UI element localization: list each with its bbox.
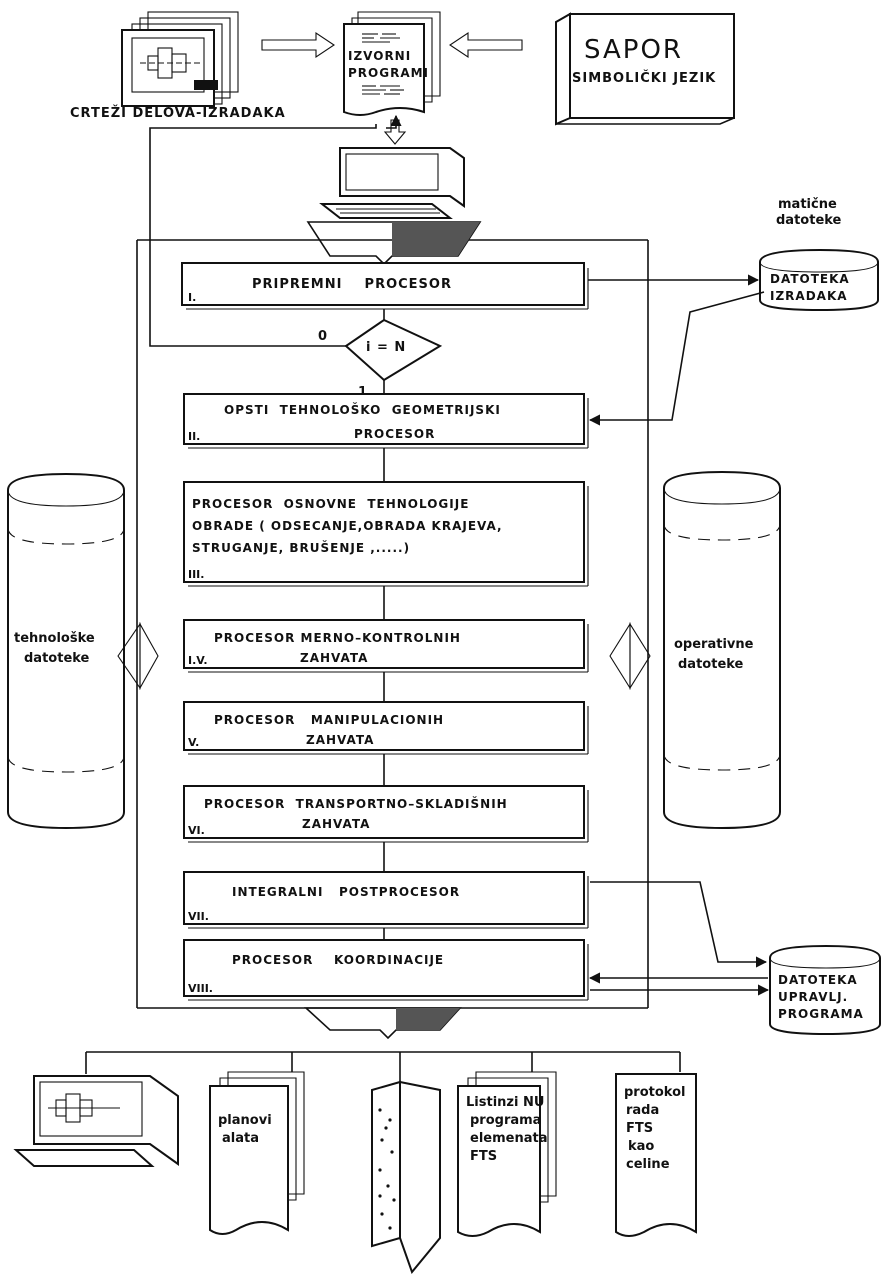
processor-IV-text: PROCESOR MERNO–KONTROLNIH ZAHVATA I.V. bbox=[188, 631, 461, 667]
processor-II-box bbox=[183, 393, 589, 449]
processor-II-text: OPSTI TEHNOLOŠKO GEOMETRIJSKI PROCESOR I… bbox=[188, 402, 501, 443]
processor-VII-box bbox=[183, 871, 589, 929]
sapor-title: SAPOR bbox=[584, 35, 683, 65]
operational-files-cylinder bbox=[663, 470, 781, 830]
workpieces-file-label-1: DATOTEKA bbox=[770, 272, 850, 286]
svg-text:PROCESOR OSNOVNE TEHNOLOGIJE: PROCESOR OSNOVNE TEHNOLOGIJE bbox=[192, 497, 469, 511]
sapor-language-book bbox=[555, 12, 735, 126]
to-control-programs-file bbox=[590, 881, 768, 968]
technological-files-cylinder bbox=[7, 472, 125, 830]
punched-tape-stack bbox=[371, 1080, 441, 1275]
output-terminal-icon bbox=[13, 1075, 179, 1167]
svg-text:PROCESOR KOORDINACIJE: PROCESOR KOORDINACIJE bbox=[232, 953, 444, 967]
tool-plans-documents bbox=[209, 1071, 305, 1235]
svg-text:ZAHVATA: ZAHVATA bbox=[302, 817, 370, 831]
processor-V-box bbox=[183, 701, 589, 755]
svg-text:VIII.: VIII. bbox=[188, 982, 213, 995]
processor-V-text: PROCESOR MANIPULACIONIH ZAHVATA V. bbox=[188, 713, 444, 749]
workpieces-file-disk bbox=[759, 248, 879, 312]
nc-listings-documents bbox=[457, 1071, 557, 1237]
workpieces-file-label-2: IZRADAKA bbox=[770, 289, 848, 303]
svg-text:PROCESOR: PROCESOR bbox=[354, 427, 435, 441]
control-programs-file-label-1: DATOTEKA bbox=[778, 973, 858, 987]
nc-listings-label-2: programa bbox=[470, 1113, 541, 1128]
hollow-arrow-down bbox=[383, 119, 407, 145]
processor-I-box bbox=[181, 262, 589, 310]
processor-III-box bbox=[183, 481, 589, 587]
tool-plans-label-1: planovi bbox=[218, 1113, 272, 1128]
master-files-label-2: datoteke bbox=[776, 213, 842, 228]
control-programs-file-disk bbox=[769, 944, 881, 1036]
decision-no-label: 0 bbox=[318, 329, 328, 344]
operational-files-label-1: operativne bbox=[674, 637, 754, 652]
machine-part-icon bbox=[140, 47, 200, 79]
processor-III-text: PROCESOR OSNOVNE TEHNOLOGIJE OBRADE ( OD… bbox=[188, 497, 503, 581]
sapor-subtitle: SIMBOLIČKI JEZIK bbox=[572, 70, 716, 86]
control-programs-file-label-3: PROGRAMA bbox=[778, 1007, 864, 1021]
svg-text:VI.: VI. bbox=[188, 824, 205, 837]
processor-VI-box bbox=[183, 785, 589, 843]
svg-text:OPSTI TEHNOLOŠKO GEOMETRIJSK: OPSTI TEHNOLOŠKO GEOMETRIJSKI bbox=[224, 402, 501, 417]
part-drawings-label: CRTEŽI DELOVA-IZRADAKA bbox=[70, 105, 286, 121]
svg-text:ZAHVATA: ZAHVATA bbox=[306, 733, 374, 747]
processor-VIII-text: PROCESOR KOORDINACIJE VIII. bbox=[188, 953, 444, 995]
technological-files-label-2: datoteke bbox=[24, 651, 90, 666]
nc-listings-label-4: FTS bbox=[470, 1149, 497, 1164]
fts-protocol-document bbox=[615, 1073, 697, 1237]
processor-VIII-box bbox=[183, 939, 589, 1001]
nc-listings-label-1: Listinzi NU bbox=[466, 1095, 544, 1110]
source-programs-label-2: PROGRAMI bbox=[348, 66, 429, 80]
fts-protocol-label-1: protokol bbox=[624, 1085, 685, 1100]
entry-funnel-arrow bbox=[306, 221, 482, 266]
processor-VII-text: INTEGRALNI POSTPROCESOR VII. bbox=[188, 885, 460, 923]
svg-text:PROCESOR MANIPULACIONIH: PROCESOR MANIPULACIONIH bbox=[214, 713, 444, 727]
loop-back-line bbox=[149, 124, 377, 347]
svg-text:ZAHVATA: ZAHVATA bbox=[300, 651, 368, 665]
svg-text:VII.: VII. bbox=[188, 910, 209, 923]
fts-protocol-label-3: FTS bbox=[626, 1121, 653, 1136]
source-programs-label-1: IZVORNI bbox=[348, 49, 411, 63]
svg-text:II.: II. bbox=[188, 430, 200, 443]
tool-plans-label-2: alata bbox=[222, 1131, 259, 1146]
svg-text:OBRADE ( ODSECANJE,OBRADA KRAJ: OBRADE ( ODSECANJE,OBRADA KRAJEVA, bbox=[192, 519, 503, 533]
processor-IV-box bbox=[183, 619, 589, 673]
processor-I-text: PRIPREMNI PROCESOR I. bbox=[188, 277, 452, 304]
computer-terminal-icon bbox=[319, 147, 465, 219]
fts-protocol-label-5: celine bbox=[626, 1157, 670, 1172]
master-files-label-1: matične bbox=[778, 197, 837, 212]
hollow-arrow-right bbox=[261, 31, 335, 59]
fts-protocol-label-2: rada bbox=[626, 1103, 659, 1118]
control-programs-file-label-2: UPRAVLJ. bbox=[778, 990, 848, 1004]
decision-label: i = N bbox=[366, 340, 406, 355]
svg-text:I.V.: I.V. bbox=[188, 654, 208, 667]
from-workpieces-file bbox=[588, 291, 765, 426]
right-bidirectional-arrow bbox=[609, 622, 651, 690]
svg-text:I.: I. bbox=[188, 291, 196, 304]
source-programs-stack bbox=[343, 11, 441, 116]
exit-funnel-arrow bbox=[303, 1007, 462, 1040]
svg-text:III.: III. bbox=[188, 568, 204, 581]
svg-text:PROCESOR TRANSPORTNO–SKLADIŠN: PROCESOR TRANSPORTNO–SKLADIŠNIH bbox=[204, 796, 508, 811]
svg-text:PROCESOR MERNO–KONTROLNIH: PROCESOR MERNO–KONTROLNIH bbox=[214, 631, 461, 645]
svg-text:V.: V. bbox=[188, 736, 199, 749]
part-drawings-stack bbox=[121, 11, 239, 107]
technological-files-label-1: tehnološke bbox=[14, 631, 95, 646]
fts-protocol-label-4: kao bbox=[628, 1139, 654, 1154]
decision-yes-label: 1 bbox=[358, 385, 368, 400]
operational-files-label-2: datoteke bbox=[678, 657, 744, 672]
left-bidirectional-arrow bbox=[117, 621, 159, 691]
processor-VI-text: PROCESOR TRANSPORTNO–SKLADIŠNIH ZAHVATA … bbox=[188, 796, 508, 837]
nc-listings-label-3: elemenata bbox=[470, 1131, 547, 1146]
svg-text:PRIPREMNI PROCESOR: PRIPREMNI PROCESOR bbox=[252, 277, 452, 292]
svg-text:INTEGRALNI POSTPROCESOR: INTEGRALNI POSTPROCESOR bbox=[232, 885, 460, 899]
svg-text:STRUGANJE, BRUŠENJE ,.....): STRUGANJE, BRUŠENJE ,.....) bbox=[192, 540, 410, 555]
hollow-arrow-left bbox=[449, 31, 523, 59]
